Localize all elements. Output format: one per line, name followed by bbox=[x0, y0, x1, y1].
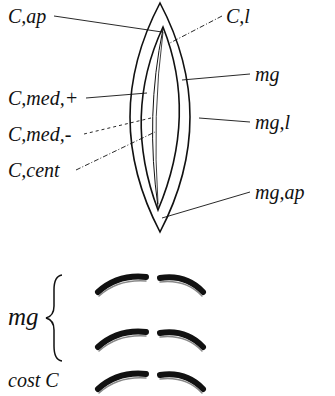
section-strokes bbox=[98, 277, 203, 393]
outer-outline bbox=[130, 3, 190, 232]
part-label: C,cent bbox=[8, 160, 60, 180]
part-label: C,med,+ bbox=[8, 88, 78, 108]
leader-line bbox=[54, 16, 162, 32]
inner-outline bbox=[141, 27, 179, 210]
part-label: mg,ap bbox=[255, 182, 304, 202]
leader-line bbox=[199, 118, 250, 122]
brace bbox=[46, 275, 62, 361]
part-label: cost C bbox=[8, 370, 59, 390]
leader-line bbox=[76, 132, 155, 170]
part-label: mg bbox=[255, 64, 279, 84]
inner-curve bbox=[156, 32, 163, 204]
leader-line bbox=[162, 192, 250, 218]
leader-line bbox=[182, 74, 250, 80]
leader-line bbox=[168, 16, 222, 44]
part-label: C,l bbox=[226, 6, 250, 26]
part-label: C,ap bbox=[8, 6, 46, 26]
inner-curve bbox=[153, 29, 163, 207]
part-label: mg,l bbox=[255, 112, 290, 132]
leader-line bbox=[86, 93, 147, 98]
group-label: mg bbox=[8, 304, 39, 329]
leader-line bbox=[84, 118, 151, 134]
part-label: C,med,- bbox=[8, 124, 71, 144]
